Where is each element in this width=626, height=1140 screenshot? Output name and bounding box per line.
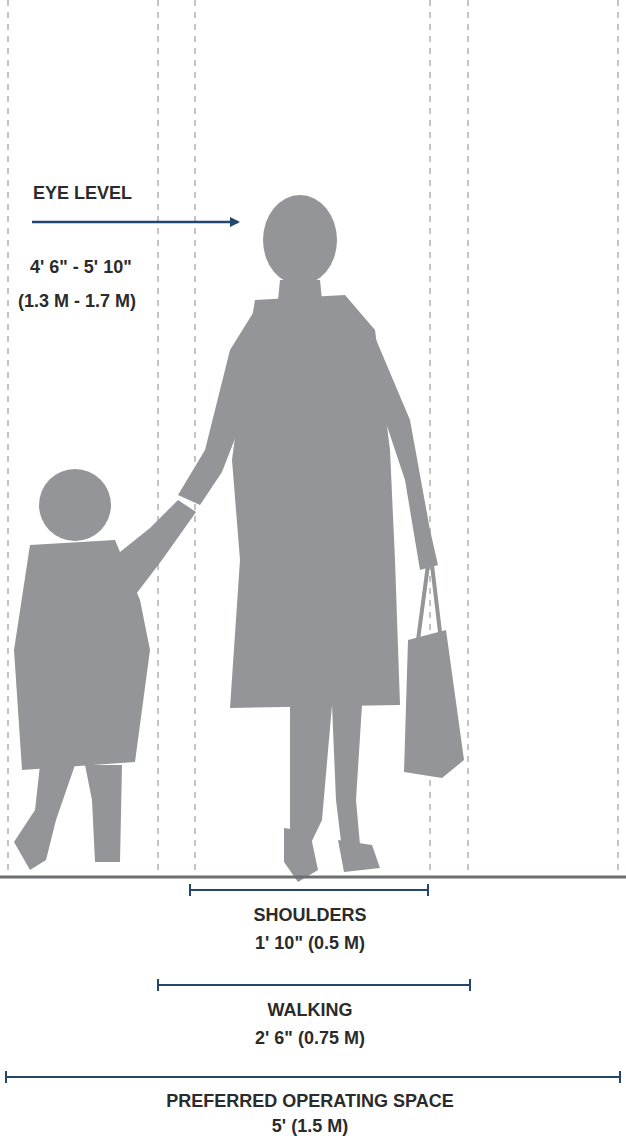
dimension-value: 2' 6" (0.75 M) [255, 1029, 365, 1047]
dimension-value: (1.3 M - 1.7 M) [18, 292, 136, 310]
dimension-value: 4' 6" - 5' 10" [30, 258, 132, 276]
bag-handle [418, 565, 440, 640]
dimension-value: 5' (1.5 M) [272, 1117, 348, 1135]
dimension-value: 1' 10" (0.5 M) [255, 934, 365, 952]
ground-line [0, 876, 626, 879]
dimension-brackets [6, 884, 620, 1083]
dimension-label: SHOULDERS [253, 906, 366, 924]
dimension-label: WALKING [268, 1001, 353, 1019]
eye-level-label: EYE LEVEL [33, 184, 132, 202]
dimension-label: PREFERRED OPERATING SPACE [166, 1092, 453, 1110]
guide-lines [8, 0, 618, 872]
child-silhouette [14, 469, 196, 870]
eye-level-arrow [32, 221, 238, 224]
adult-silhouette [178, 195, 464, 882]
